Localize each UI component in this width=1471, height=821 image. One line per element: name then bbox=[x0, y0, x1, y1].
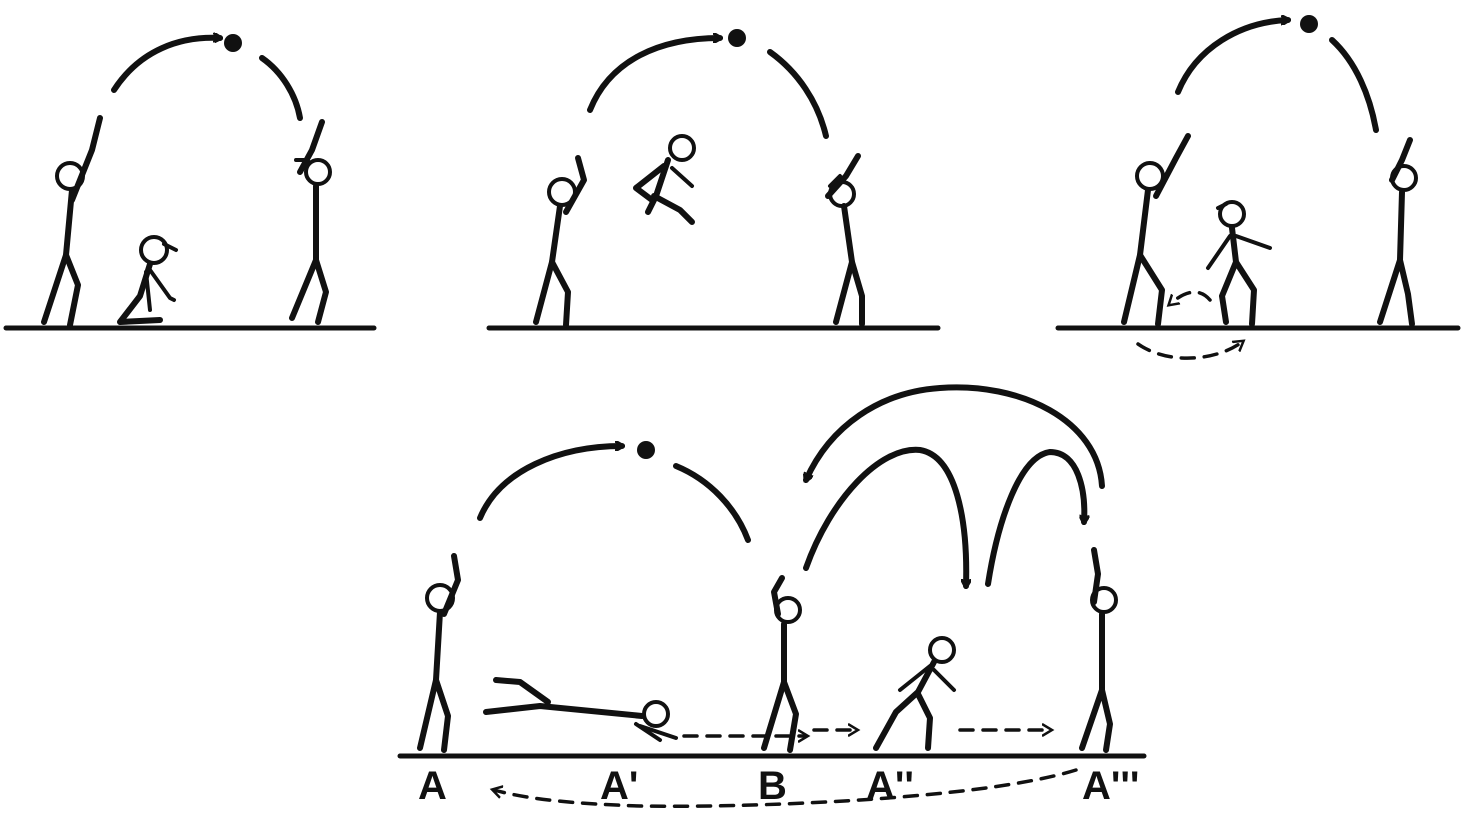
return-arrow-dashed bbox=[494, 768, 1078, 809]
turner-b bbox=[761, 575, 802, 753]
rope-arc bbox=[1175, 20, 1288, 95]
rope-arc bbox=[767, 49, 829, 139]
rope-arc bbox=[111, 38, 220, 93]
rope-arc bbox=[259, 55, 303, 121]
child-lying bbox=[483, 677, 678, 742]
scene-4-sequence: A A' B A'' A''' bbox=[397, 384, 1147, 809]
hop-arc bbox=[803, 446, 966, 586]
path-arrow-dashed bbox=[1136, 342, 1242, 360]
path-arrow-dashed bbox=[1170, 290, 1212, 304]
turner-left bbox=[1121, 133, 1191, 327]
scene-3-running bbox=[1055, 15, 1461, 360]
rope-arc bbox=[1329, 37, 1379, 133]
child-kneeling bbox=[117, 235, 178, 325]
rope-arc bbox=[587, 38, 720, 113]
turner-right bbox=[825, 153, 865, 327]
label-a-prime: A' bbox=[600, 764, 638, 808]
scene-1-kneeling bbox=[3, 34, 377, 331]
turner-a bbox=[417, 553, 461, 753]
rope-arc bbox=[673, 463, 751, 543]
ball bbox=[728, 29, 746, 47]
child-running bbox=[1206, 200, 1272, 327]
child-squatting bbox=[873, 636, 956, 751]
label-a: A bbox=[418, 764, 447, 808]
return-arc bbox=[806, 384, 1105, 489]
label-a-triple-prime: A''' bbox=[1082, 764, 1139, 808]
turner-right bbox=[1377, 137, 1418, 327]
label-a-double-prime: A'' bbox=[866, 764, 914, 808]
scene-2-jumping bbox=[486, 29, 941, 331]
turner-right bbox=[289, 119, 332, 325]
child-jumping bbox=[633, 134, 696, 225]
turner-left bbox=[41, 115, 103, 328]
ball bbox=[637, 441, 655, 459]
ball bbox=[224, 34, 242, 52]
ball bbox=[1300, 15, 1318, 33]
hop-arc bbox=[985, 449, 1084, 587]
rope-arc bbox=[477, 446, 622, 521]
turner-left bbox=[533, 155, 587, 328]
turner-a3 bbox=[1079, 547, 1118, 753]
label-b: B bbox=[758, 764, 787, 808]
